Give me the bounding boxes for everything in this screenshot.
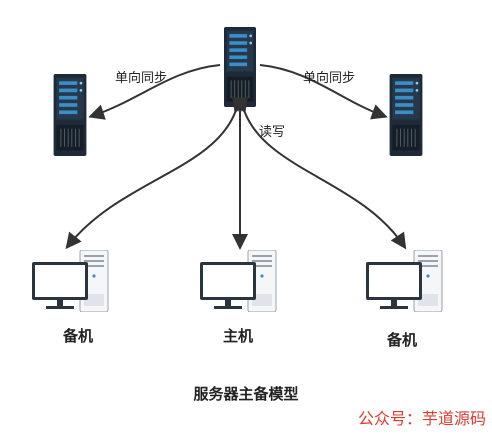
- watermark: 公众号：芋道源码: [357, 409, 486, 428]
- right-standby-server-icon: [389, 74, 423, 156]
- rw-arrow-left: [65, 96, 248, 250]
- master-server-icon: [223, 27, 257, 107]
- left-pc-icon: [32, 250, 109, 312]
- center-pc-label: 主机: [223, 327, 254, 345]
- center-pc-icon: [200, 250, 277, 312]
- diagram-title: 服务器主备模型: [193, 385, 299, 403]
- right-pc-label: 备机: [387, 331, 418, 349]
- read-write-label: 读写: [259, 125, 286, 140]
- rw-arrow-right: [232, 96, 407, 250]
- sync-label-right: 单向同步: [303, 71, 356, 86]
- left-standby-server-icon: [53, 74, 87, 156]
- sync-label-left: 单向同步: [115, 71, 168, 86]
- right-pc-icon: [366, 250, 443, 312]
- left-pc-label: 备机: [63, 327, 94, 345]
